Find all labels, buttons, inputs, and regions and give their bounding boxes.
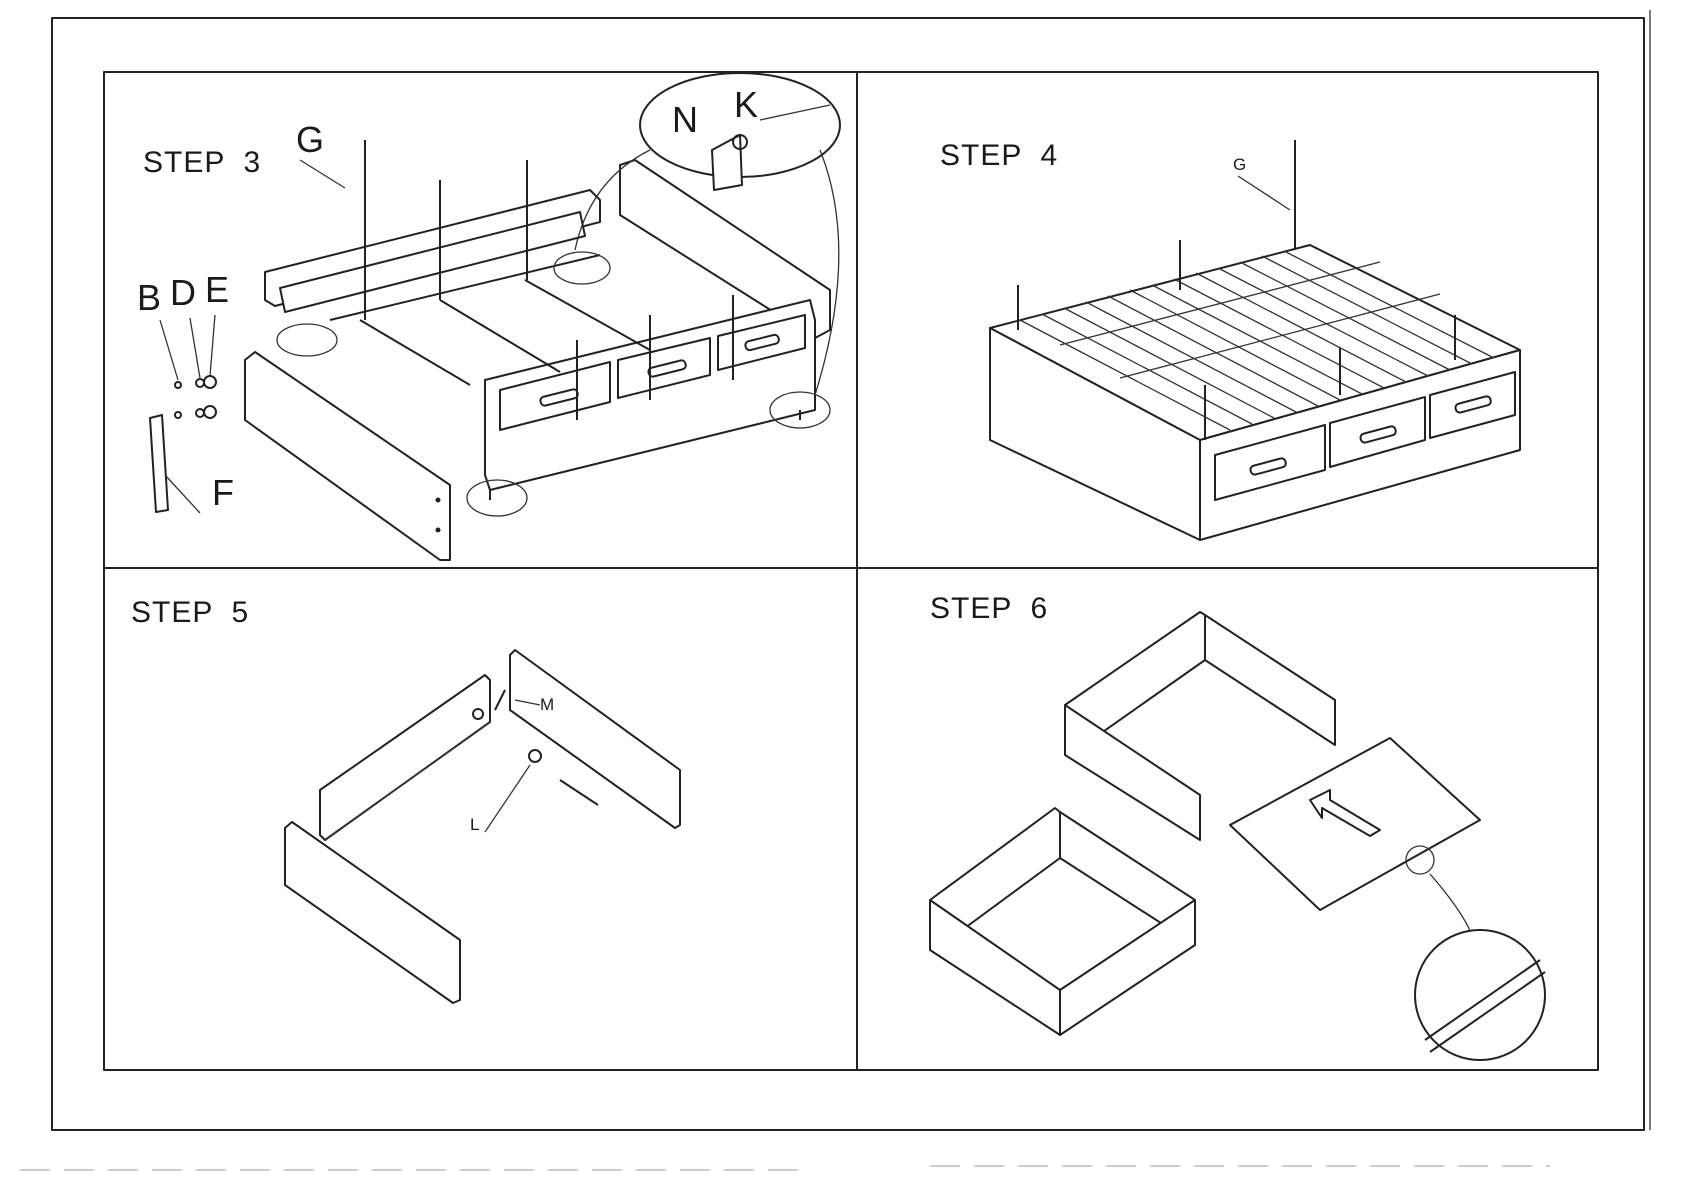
step-6-label: STEP 6 (930, 592, 1048, 625)
step-5-label: STEP 5 (131, 596, 249, 629)
part-label-B: B (137, 277, 161, 318)
step3-side-panel (245, 352, 450, 560)
step3-fasteners (175, 376, 216, 418)
step3-detail-circle-2 (277, 324, 337, 356)
step6-box-lower-side (1060, 900, 1195, 1035)
step3-hole-1 (436, 498, 441, 503)
step-4-label: STEP 4 (940, 139, 1058, 172)
part-label-G: G (296, 119, 324, 160)
step4-leader-G (1238, 176, 1290, 210)
step5-cam-lock-L (529, 750, 541, 762)
part-label-M: M (540, 695, 554, 714)
part-label-D: D (170, 272, 196, 313)
panel-grid-border (104, 72, 1598, 1070)
step3-zoom-leader-2 (815, 150, 839, 395)
leader-D (190, 318, 200, 378)
step3-detail-circle-1 (554, 252, 610, 284)
step3-slat-2 (440, 300, 560, 372)
step5-screw (560, 780, 598, 805)
step3-hole-2 (436, 528, 441, 533)
step5-right-board (510, 650, 680, 828)
leader-F (165, 475, 200, 513)
leader-E (210, 315, 215, 376)
step5-back-board (320, 675, 490, 840)
allen-key (150, 415, 168, 512)
step6-box-upper-left (1065, 705, 1200, 840)
step6-box-lower-front (930, 900, 1060, 1035)
step-5-panel: STEP 5 M L (131, 596, 680, 1003)
step-3-panel: STEP 3 (137, 73, 840, 560)
step3-slat-1 (360, 320, 470, 385)
step-3-label: STEP 3 (143, 146, 261, 179)
leader-L (485, 765, 530, 832)
part-label-E: E (205, 269, 229, 310)
page-border (52, 18, 1644, 1130)
step3-slat-3 (525, 280, 650, 350)
part-label-L: L (470, 815, 479, 834)
step5-dowel-M (495, 690, 505, 710)
step-6-panel: STEP 6 (930, 592, 1545, 1060)
leader-B (160, 320, 178, 380)
step6-box-upper-right (1205, 615, 1335, 745)
step6-detail-bubble (1415, 930, 1545, 1060)
step4-part-label-G: G (1233, 155, 1246, 174)
part-label-F: F (212, 472, 234, 513)
step-4-panel: STEP 4 (940, 139, 1520, 540)
part-label-K: K (734, 84, 758, 125)
step5-front-board (285, 822, 460, 1003)
leader-G (300, 160, 345, 188)
part-label-N: N (672, 99, 698, 140)
